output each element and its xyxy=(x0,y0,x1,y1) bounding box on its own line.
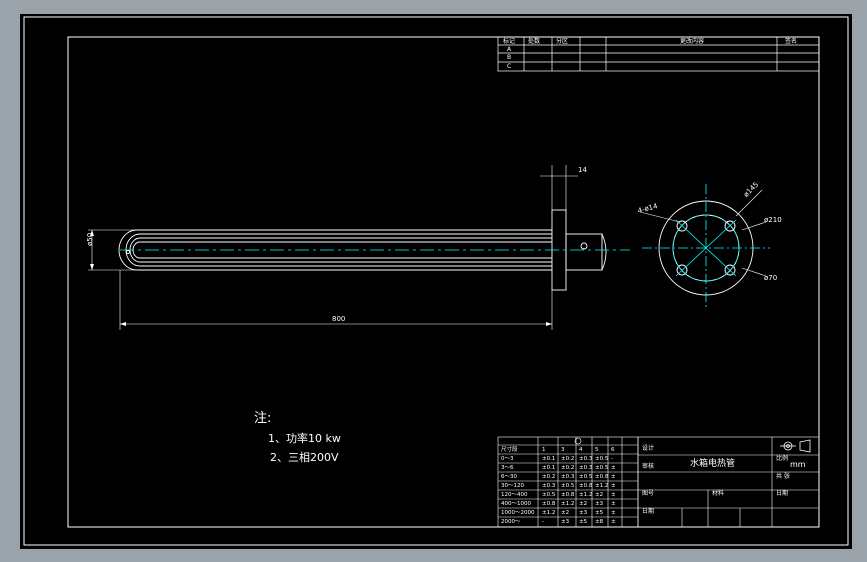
dimension-arrows xyxy=(90,230,552,326)
title-check-label: 审核 xyxy=(642,462,654,470)
tolerance-cell: ±0.8 xyxy=(542,501,556,507)
tolerance-cell: 30～120 xyxy=(501,483,524,489)
title-material-label: 材料 xyxy=(712,489,724,497)
tolerance-cell: ±0.5 xyxy=(561,483,575,489)
tolerance-cell: - xyxy=(542,519,544,525)
tolerance-cell: ±2 xyxy=(595,492,603,498)
rev-header-mark: 标记 xyxy=(503,37,515,45)
title-drawing-no-label: 图号 xyxy=(642,490,654,497)
tolerance-cell: ±5 xyxy=(595,510,604,516)
dim-tube-dia: ø50 xyxy=(86,233,94,246)
tolerance-cell: ±2 xyxy=(561,510,569,516)
revision-table xyxy=(497,36,820,72)
tolerance-cell: 3 xyxy=(561,447,565,453)
tolerance-cell: ±1.2 xyxy=(542,510,555,516)
tolerance-cell: 3～6 xyxy=(501,465,514,471)
tolerance-cell: ± xyxy=(611,474,616,480)
title-block-text: 设计 水箱电热管 审核 比例 mm 共 张 图号 材料 日期 日期 xyxy=(642,444,806,515)
tolerance-cell: ±0.5 xyxy=(542,492,556,498)
dimension-text: 800 ø50 14 xyxy=(86,166,587,323)
unit-mm: mm xyxy=(790,460,806,469)
tolerance-cell: ±0.1 xyxy=(542,465,555,471)
title-date-label: 日期 xyxy=(776,489,788,497)
title-company-label: 日期 xyxy=(642,507,654,515)
tolerance-cell: ±5 xyxy=(579,519,588,525)
dim-inner: ø70 xyxy=(764,274,777,282)
dim-length: 800 xyxy=(332,315,345,323)
rev-header-zone: 分区 xyxy=(556,37,568,45)
tolerance-cell: ±3 xyxy=(579,510,588,516)
rev-header-content: 更改内容 xyxy=(680,37,704,45)
tolerance-cell: 尺寸段 xyxy=(501,445,518,453)
tolerance-cell: ±1.2 xyxy=(595,483,608,489)
dimension-lines xyxy=(88,165,578,330)
tolerance-cell: ±0.3 xyxy=(561,474,575,480)
tolerance-cell: 0～3 xyxy=(501,456,514,462)
tolerance-cell: ±3 xyxy=(595,501,604,507)
tolerance-cell: ± xyxy=(611,492,616,498)
tolerance-cell: ±2 xyxy=(579,501,587,507)
tolerance-cell: ± xyxy=(611,501,616,507)
note-2: 2、三相200V xyxy=(270,451,339,464)
flange-centerlines xyxy=(642,184,770,310)
tolerance-cell: ±0.2 xyxy=(542,474,555,480)
tolerance-cell: ±3 xyxy=(561,519,570,525)
tolerance-cell: ± xyxy=(611,519,616,525)
tolerance-cell: ±0.8 xyxy=(579,483,593,489)
outer-border xyxy=(23,16,849,546)
tolerance-cell: 6～30 xyxy=(501,474,517,480)
tolerance-cell: ±0.3 xyxy=(579,465,593,471)
title-scale-label: 比例 xyxy=(776,454,788,462)
tolerance-cell: ±0.8 xyxy=(595,474,609,480)
tolerance-cell: 5 xyxy=(595,447,599,453)
revision-table-text: 标记 处数 分区 更改内容 签名 A B C xyxy=(503,37,797,70)
tolerance-cell: ±8 xyxy=(595,519,604,525)
tolerance-cell: ±0.3 xyxy=(579,456,593,462)
tolerance-cell: ±0.2 xyxy=(561,456,574,462)
note-1: 1、功率10 kw xyxy=(268,431,341,445)
rev-row-b: B xyxy=(507,54,511,61)
notes-heading: 注: xyxy=(254,411,271,426)
tolerance-cell: ±0.3 xyxy=(542,483,556,489)
title-block-grid xyxy=(637,436,820,528)
tolerance-cell: 6 xyxy=(611,447,615,453)
tolerance-cell: 1 xyxy=(542,447,546,453)
tolerance-cell: ± xyxy=(611,483,616,489)
dim-flange-thk: 14 xyxy=(578,166,587,174)
tolerance-cell: 4 xyxy=(579,447,583,453)
rev-row-c: C xyxy=(507,63,511,70)
tolerance-cell: ±0.1 xyxy=(542,456,555,462)
tolerance-cell: 120～400 xyxy=(501,492,528,498)
tube-center-dashes xyxy=(125,242,588,255)
flange-leaders xyxy=(639,189,767,277)
title-design-label: 设计 xyxy=(642,444,654,452)
dim-flange-od: ø210 xyxy=(764,216,782,224)
tolerance-cell: 400～1000 xyxy=(501,501,531,507)
tolerance-cell: 2000～ xyxy=(501,519,521,525)
tolerance-cell: ±1.2 xyxy=(561,501,574,507)
projection-symbol-icon xyxy=(780,439,811,453)
rev-header-sign: 签名 xyxy=(785,37,797,45)
tolerance-cell: ± xyxy=(611,465,616,471)
drawing-title: 水箱电热管 xyxy=(690,457,735,469)
model-space-background xyxy=(20,14,852,549)
inner-frame xyxy=(67,36,820,528)
title-sheet-label: 共 张 xyxy=(776,472,790,480)
tolerance-cell: - xyxy=(611,456,613,462)
heater-tube-side-view xyxy=(118,209,607,291)
tolerance-cell: ± xyxy=(611,510,616,516)
tolerance-cell: ±0.2 xyxy=(561,465,574,471)
tolerance-cell: ±0.5 xyxy=(579,474,593,480)
tolerance-cell: ±0.5 xyxy=(595,456,609,462)
rev-row-a: A xyxy=(507,46,512,53)
tolerance-cell: 1000～2000 xyxy=(501,510,535,516)
tolerance-cell: ±0.5 xyxy=(595,465,609,471)
notes: 注: 1、功率10 kw 2、三相200V xyxy=(254,411,341,464)
rev-header-count: 处数 xyxy=(528,37,540,45)
tolerance-cell: ±0.8 xyxy=(561,492,575,498)
tolerance-cell: ±1.2 xyxy=(579,492,592,498)
